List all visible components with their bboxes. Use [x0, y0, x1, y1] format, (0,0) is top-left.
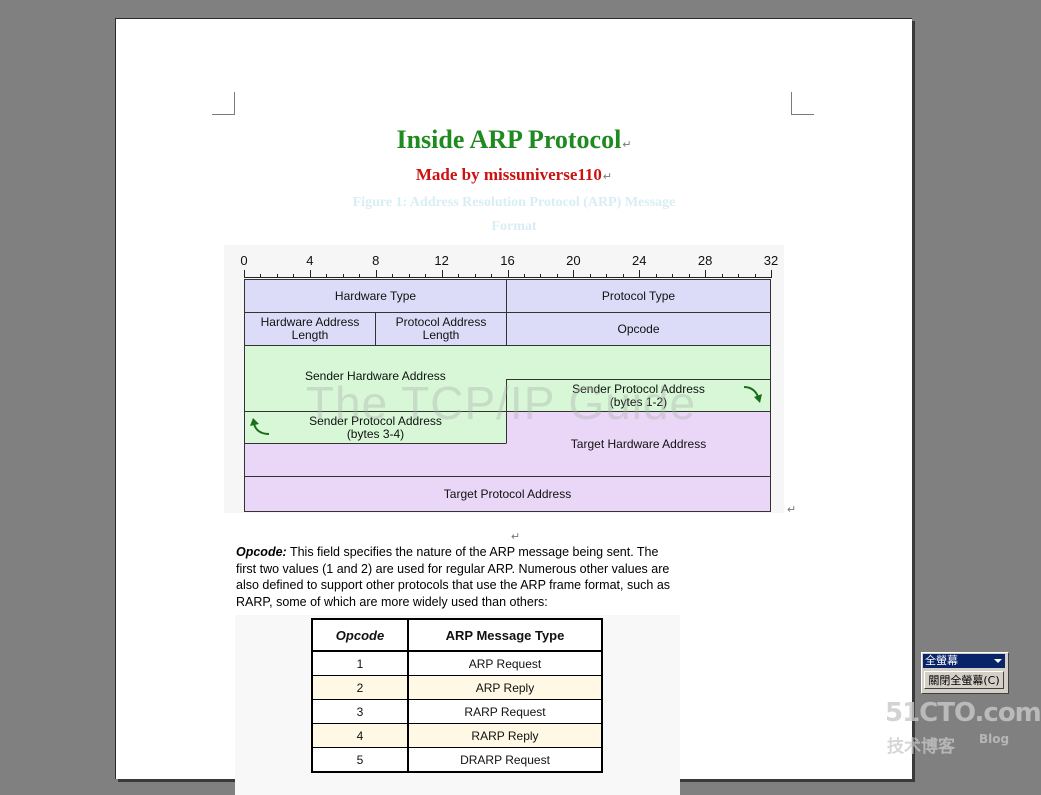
ruler-label: 12 [434, 253, 449, 268]
table-cell-opcode: 4 [311, 723, 409, 748]
table-row: 3 RARP Request [311, 699, 603, 724]
opcode-text: This field specifies the nature of the A… [236, 545, 671, 609]
ruler-tick [738, 274, 740, 278]
ruler-tick [408, 274, 410, 278]
document-page: Inside ARP Protocol↵ Made by missunivers… [115, 18, 912, 795]
field-target-protocol-address: Target Protocol Address [244, 476, 771, 512]
brand-tagline: 技术博客 [887, 737, 955, 757]
opcode-table-container: Opcode ARP Message Type 1 ARP Request 2 … [235, 615, 680, 795]
table-row: 1 ARP Request [311, 650, 603, 676]
figure-caption: Figure 1: Address Resolution Protocol (A… [352, 195, 676, 234]
field-target-hardware-address: Target Hardware Address [506, 411, 771, 477]
ruler-tick [375, 270, 377, 278]
table-cell-opcode: 5 [311, 747, 409, 773]
field-sender-protocol-address-bytes-1-2: Sender Protocol Address(bytes 1-2) [506, 379, 771, 412]
ruler-tick [326, 274, 328, 278]
full-screen-toolbar-title-label: 全螢幕 [925, 654, 958, 667]
ruler-tick [622, 274, 624, 278]
ruler-tick [589, 274, 591, 278]
ruler-tick [705, 270, 707, 278]
ruler-tick [276, 274, 278, 278]
ruler-tick [359, 274, 361, 278]
opcode-table: Opcode ARP Message Type 1 ARP Request 2 … [311, 618, 603, 773]
table-cell-type: RARP Request [407, 699, 603, 724]
brand-blog-label: Blog [979, 732, 1010, 746]
ruler-tick [754, 274, 756, 278]
table-header-opcode: Opcode [311, 618, 409, 652]
paragraph-mark: ↵ [511, 531, 521, 543]
ruler-tick [458, 274, 460, 278]
field-sender-protocol-address-bytes-3-4: Sender Protocol Address(bytes 3-4) [244, 411, 507, 444]
wrap-arrow-left-icon [250, 418, 270, 435]
ruler-tick [639, 270, 641, 278]
ruler-tick [491, 274, 493, 278]
table-cell-type: ARP Request [407, 650, 603, 676]
close-full-screen-button[interactable]: 關閉全螢幕(C) [924, 671, 1004, 689]
ruler-tick [342, 274, 344, 278]
ruler-tick [260, 274, 262, 278]
bit-ruler: 0 4 8 12 16 20 24 28 32 [240, 253, 778, 283]
opcode-description: Opcode: This field specifies the nature … [236, 544, 676, 610]
wrap-arrow-right-icon [743, 386, 762, 403]
ruler-tick [540, 274, 542, 278]
crop-mark-top-right [791, 92, 814, 115]
ruler-tick [523, 274, 525, 278]
paragraph-mark: ↵ [787, 504, 797, 516]
table-cell-opcode: 3 [311, 699, 409, 724]
ruler-label: 20 [566, 253, 581, 268]
arp-message-format-diagram: 0 4 8 12 16 20 24 28 32 Hardware Type Protocol T… [224, 245, 784, 513]
brand-watermark-logo: 51CTO.com 技术博客 Blog [885, 698, 1041, 758]
table-header-message-type: ARP Message Type [407, 618, 603, 652]
ruler-label: 8 [372, 253, 380, 268]
table-header-row: Opcode ARP Message Type [311, 618, 603, 652]
document-title: Inside ARP Protocol↵ [396, 125, 632, 154]
ruler-tick [655, 274, 657, 278]
ruler-label: 24 [632, 253, 647, 268]
table-row: 2 ARP Reply [311, 675, 603, 700]
ruler-tick [244, 270, 245, 278]
table-cell-type: RARP Reply [407, 723, 603, 748]
ruler-tick [392, 274, 394, 278]
ruler-tick [721, 274, 723, 278]
ruler-tick [688, 274, 690, 278]
ruler-label: 32 [763, 253, 779, 268]
field-opcode: Opcode [506, 312, 771, 346]
opcode-label: Opcode: [236, 545, 287, 559]
table-cell-opcode: 1 [311, 650, 409, 676]
ruler-tick [441, 270, 443, 278]
table-row: 4 RARP Reply [311, 723, 603, 748]
ruler-label: 16 [500, 253, 515, 268]
crop-mark-top-left [212, 92, 235, 115]
document-subtitle: Made by missuniverse110↵ [415, 165, 613, 184]
ruler-label: 28 [697, 253, 713, 268]
ruler-tick [507, 270, 509, 278]
ruler-label: 0 [240, 253, 248, 268]
table-row: 5 DRARP Request [311, 747, 603, 773]
arp-fields: Hardware Type Protocol Type Hardware Add… [244, 279, 771, 512]
ruler-tick [573, 270, 575, 278]
chevron-down-icon[interactable] [994, 659, 1002, 663]
ruler-tick [309, 270, 311, 278]
table-cell-type: ARP Reply [407, 675, 603, 700]
ruler-label: 4 [306, 253, 314, 268]
field-protocol-type: Protocol Type [506, 279, 771, 313]
full-screen-toolbar: 全螢幕 關閉全螢幕(C) [921, 652, 1009, 694]
ruler-tick [474, 274, 476, 278]
table-cell-type: DRARP Request [407, 747, 603, 773]
table-cell-opcode: 2 [311, 675, 409, 700]
full-screen-toolbar-title[interactable]: 全螢幕 [923, 654, 1005, 668]
brand-name: 51CTO.com [885, 698, 1041, 728]
ruler-tick [556, 274, 558, 278]
field-target-hardware-address-continued [244, 443, 507, 477]
ruler-tick [672, 274, 674, 278]
field-hardware-type: Hardware Type [244, 279, 507, 313]
ruler-tick [606, 274, 608, 278]
ruler-tick [425, 274, 427, 278]
ruler-tick [771, 270, 772, 278]
ruler-tick [293, 274, 295, 278]
